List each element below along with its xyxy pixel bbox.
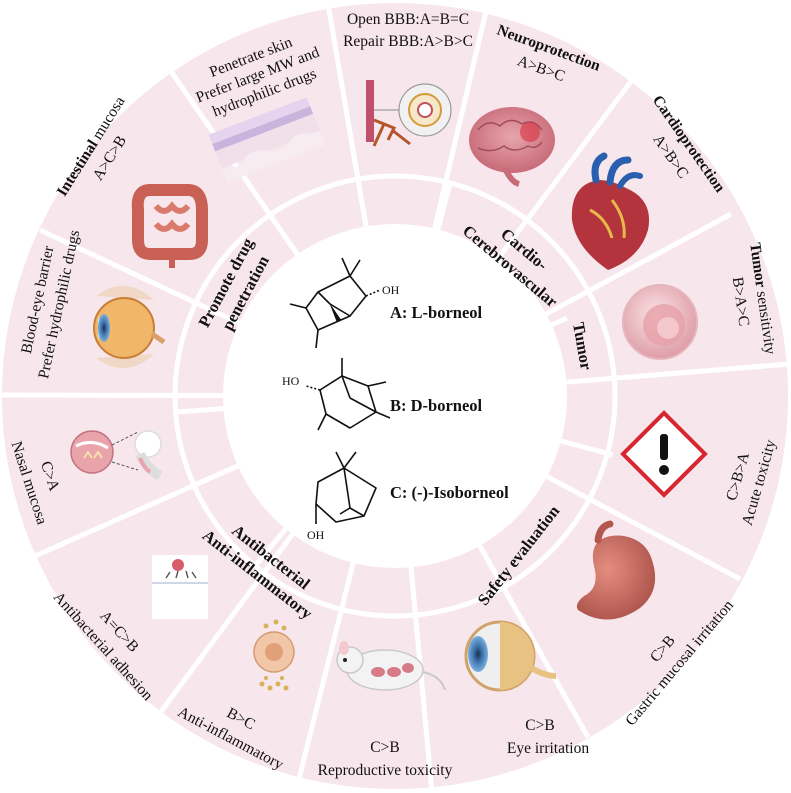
stomach-icon	[576, 520, 656, 620]
eye-irr-title: Eye irritation	[507, 740, 589, 757]
intestine-icon	[131, 184, 208, 268]
tumor-sector: Tumor sensitivity B>A>C	[622, 242, 779, 360]
eye-irr-value: C>B	[525, 717, 554, 734]
bbb-label-2: Repair BBB:A>B>C	[343, 33, 473, 50]
structure-a-group: OH	[382, 283, 400, 297]
structure-b: HO	[282, 358, 391, 431]
compound-b-label: B: D-borneol	[390, 396, 483, 415]
hazard-icon	[620, 410, 708, 498]
brain-icon	[469, 107, 555, 187]
bbb-sector: Open BBB:A=B=C Repair BBB:A>B>C	[343, 11, 473, 147]
tumor-title: Tumor	[746, 242, 769, 289]
eyeball-icon	[93, 285, 166, 369]
bacteria-adhesion-icon	[152, 555, 208, 619]
eye-irritation-sector: C>B Eye irritation	[464, 620, 589, 757]
eye-icon	[464, 620, 557, 692]
nasal-icon	[70, 430, 163, 481]
structure-c-group: OH	[307, 528, 325, 542]
blood-brain-barrier-icon	[366, 80, 452, 147]
repro-sector: C>B Reproductive toxicity	[318, 641, 453, 779]
structure-b-group: HO	[282, 374, 300, 388]
compound-a-label: A: L-borneol	[390, 303, 483, 322]
mouse-icon	[336, 641, 446, 691]
repro-value: C>B	[370, 739, 399, 756]
category-ring-boundary	[172, 173, 618, 619]
compound-c-label: C: (-)-Isoborneol	[390, 483, 509, 502]
acute-sector: C>B>A Acute toxicity	[620, 410, 780, 527]
cell-icon	[253, 619, 295, 691]
bbb-label-1: Open BBB:A=B=C	[347, 11, 469, 28]
heart-icon	[571, 152, 650, 270]
structure-a: OH	[289, 257, 400, 349]
structure-c: OH	[307, 451, 377, 542]
center-disc	[223, 224, 567, 568]
tumor-cell-icon	[622, 284, 698, 360]
tumor-value: B>A>C	[729, 276, 753, 327]
skin-icon	[208, 97, 325, 183]
repro-title: Reproductive toxicity	[318, 762, 453, 779]
